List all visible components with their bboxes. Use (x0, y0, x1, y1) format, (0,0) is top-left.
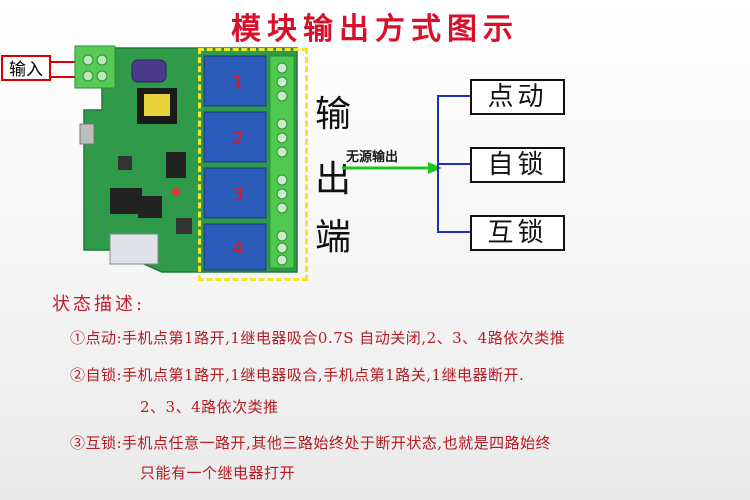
capacitor (131, 59, 167, 83)
page-title: 模块输出方式图示 (231, 12, 519, 47)
description-line: 2、3、4路依次类推 (140, 398, 279, 416)
output-char: 端 (314, 217, 351, 258)
relay-3 (203, 167, 267, 219)
relay-1 (203, 55, 267, 107)
chip-1 (166, 152, 186, 178)
relay-2 (203, 111, 267, 163)
input-terminal-block (74, 45, 116, 89)
mode-momentary: 点动 (470, 79, 565, 115)
description-line: ②自锁:手机点第1路开,1继电器吸合,手机点第1路关,1继电器断开. (70, 366, 525, 384)
mode-interlock: 互锁 (470, 215, 565, 251)
relay-number: 4 (232, 238, 243, 259)
mode-connector (437, 95, 470, 233)
usb-port (79, 123, 95, 145)
button-1 (118, 156, 132, 170)
input-label: 输入 (1, 55, 51, 81)
output-highlight-box (198, 48, 308, 281)
output-char: 出 (314, 159, 351, 200)
description-line: 只能有一个继电器打开 (140, 464, 296, 482)
input-wire-top (51, 61, 85, 63)
relay-number: 1 (232, 72, 243, 93)
button-2 (176, 218, 192, 234)
relay-module-board: 1 2 3 4 (74, 45, 298, 273)
output-char: 输 (314, 94, 351, 135)
chip-2 (110, 188, 142, 214)
wifi-module (109, 233, 159, 265)
chip-3 (138, 196, 162, 218)
passive-output-label: 无源输出 (346, 150, 399, 165)
description-line: ③互锁:手机点任意一路开,其他三路始终处于断开状态,也就是四路始终 (70, 434, 552, 452)
relay-number: 3 (232, 184, 243, 205)
relay-number: 2 (232, 128, 243, 149)
relay-4 (203, 223, 267, 271)
description-line: ①点动:手机点第1路开,1继电器吸合0.7S 自动关闭,2、3、4路依次类推 (70, 329, 566, 347)
status-title: 状态描述: (52, 294, 146, 315)
input-wire-bottom (51, 76, 85, 78)
passive-output-arrow (342, 162, 442, 174)
mode-self-lock: 自锁 (470, 147, 565, 183)
